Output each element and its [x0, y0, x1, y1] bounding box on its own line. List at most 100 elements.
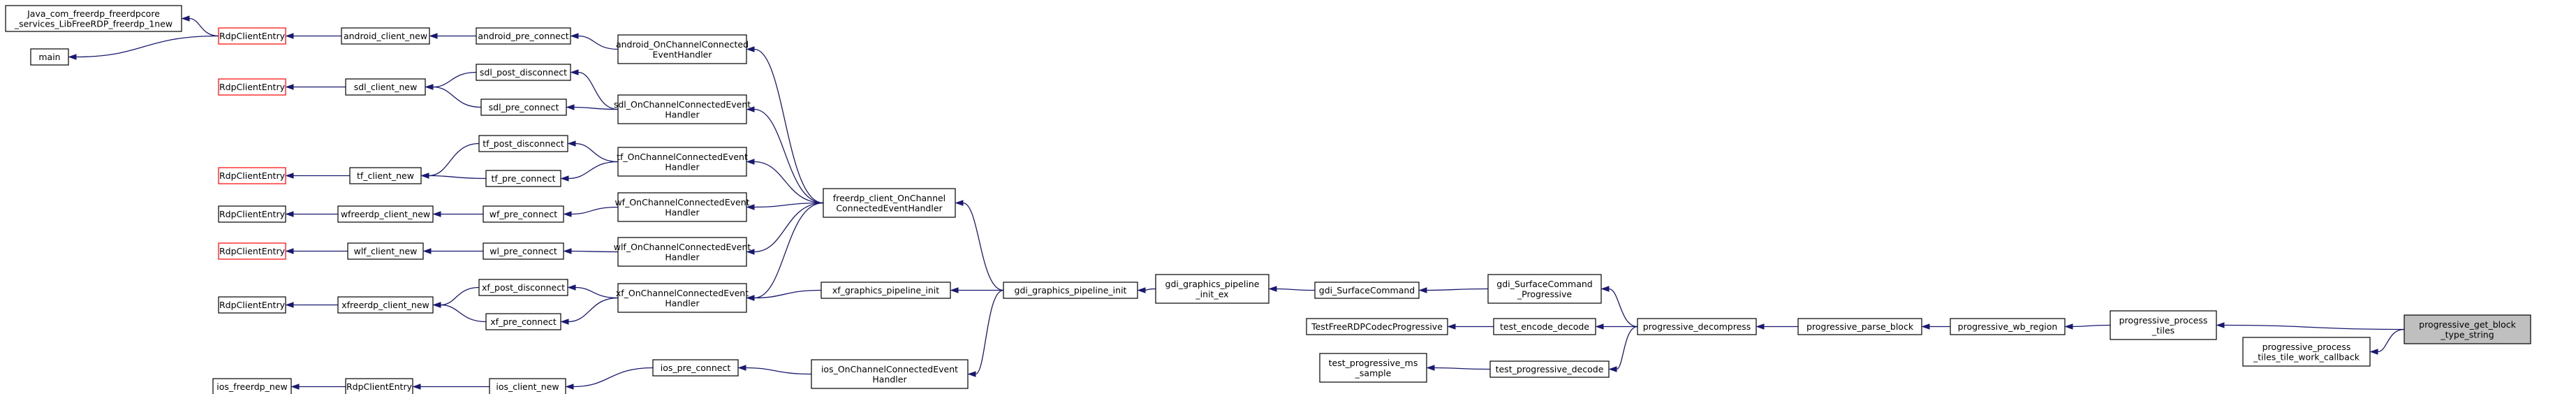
node-wfreerdp-client-new[interactable]: wfreerdp_client_new — [337, 205, 434, 223]
node-box — [212, 378, 292, 394]
node-TestFreeRDPCodecProgressive[interactable]: TestFreeRDPCodecProgressive — [1306, 318, 1448, 335]
node-gdi-graphics-pipeline-init[interactable]: gdi_graphics_pipeline_init — [1003, 282, 1138, 299]
node-rce-sdl[interactable]: RdpClientEntry — [218, 78, 286, 96]
node-label: test_progressive_decode — [1496, 364, 1604, 374]
node-xf-pre-connect[interactable]: xf_pre_connect — [485, 313, 561, 330]
node-box — [30, 48, 69, 66]
node-xf-graphics-pipeline-init[interactable]: xf_graphics_pipeline_init — [820, 282, 951, 299]
node-ios-freerdp-new[interactable]: ios_freerdp_new — [212, 378, 292, 394]
node-box — [218, 242, 286, 260]
node-tf-client-new[interactable]: tf_client_new — [349, 167, 422, 184]
node-gdi-graphics-pipeline-init-ex[interactable]: gdi_graphics_pipeline_init_ex — [1155, 274, 1269, 304]
node-wf-pre-connect[interactable]: wf_pre_connect — [483, 205, 564, 223]
edge-gdi_SurfaceCommand_Progressive-to-gdi_SurfaceCommand — [1418, 287, 1489, 293]
edge-test_encode_decode-to-TestFreeRDPCodecProgressive — [1447, 323, 1494, 330]
node-box — [1489, 360, 1610, 378]
node-box — [5, 5, 182, 32]
node-rce-xf[interactable]: RdpClientEntry — [218, 296, 286, 314]
node-label: RdpClientEntry — [219, 246, 286, 256]
node-xf-post-disconnect[interactable]: xf_post_disconnect — [478, 279, 568, 296]
node-label: tf_OnChannelConnectedEvent — [617, 152, 748, 162]
node-progressive-process-tiles-tile-work-callback[interactable]: progressive_process_tiles_tile_work_call… — [2242, 337, 2371, 367]
edge-android_pre_connect-to-android_client_new — [429, 33, 476, 39]
edge-progressive_parse_block-to-progressive_decompress — [1756, 323, 1798, 330]
node-rce-wf[interactable]: RdpClientEntry — [218, 205, 286, 223]
node-wl-pre-connect[interactable]: wl_pre_connect — [483, 242, 564, 260]
node-xfreerdp-client-new[interactable]: xfreerdp_client_new — [337, 296, 434, 314]
edge-wf_pre_connect-to-wfreerdp_client_new — [432, 211, 483, 217]
node-box — [349, 167, 422, 184]
edge-freerdp_occ-to-tf_occ — [746, 159, 824, 204]
node-progressive-decompress[interactable]: progressive_decompress — [1637, 318, 1757, 335]
node-label: TestFreeRDPCodecProgressive — [1311, 321, 1443, 332]
node-box — [480, 98, 567, 116]
node-freerdp-occ[interactable]: freerdp_client_OnChannelConnectedEventHa… — [823, 188, 956, 218]
edges-layer — [68, 15, 2405, 390]
node-gdi-SurfaceCommand[interactable]: gdi_SurfaceCommand — [1314, 282, 1420, 299]
node-android-pre-connect[interactable]: android_pre_connect — [476, 27, 571, 45]
node-gdi-SurfaceCommand-Progressive[interactable]: gdi_SurfaceCommand_Progressive — [1487, 274, 1602, 304]
node-main[interactable]: main — [30, 48, 69, 66]
edge-tf_occ-to-tf_post_disconnect — [567, 140, 619, 163]
node-label: sdl_pre_connect — [489, 102, 559, 112]
node-box — [811, 359, 969, 389]
node-sdl-pre-connect[interactable]: sdl_pre_connect — [480, 98, 567, 116]
node-label: main — [38, 52, 60, 62]
node-ios-pre-connect[interactable]: ios_pre_connect — [652, 359, 739, 377]
node-progressive-process-tiles[interactable]: progressive_process_tiles — [2110, 310, 2217, 340]
edge-wfreerdp_client_new-to-rce_wf — [285, 211, 338, 217]
node-progressive-get-block-type-string[interactable]: progressive_get_block_type_string — [2404, 314, 2531, 344]
node-test-progressive-decode[interactable]: test_progressive_decode — [1489, 360, 1610, 378]
node-android-client-new[interactable]: android_client_new — [341, 27, 430, 45]
node-sdl-client-new[interactable]: sdl_client_new — [345, 78, 426, 96]
node-progressive-parse-block[interactable]: progressive_parse_block — [1797, 318, 1922, 335]
node-box — [617, 283, 747, 313]
edge-gdi_graphics_pipeline_init-to-freerdp_occ — [955, 200, 1004, 291]
node-label: progressive_decompress — [1643, 321, 1751, 332]
node-box — [823, 188, 956, 218]
node-box — [483, 242, 564, 260]
edge-freerdp_occ-to-wf_occ — [746, 202, 824, 210]
node-java[interactable]: Java_com_freerdp_freerdpcore_services_Li… — [5, 5, 182, 32]
node-box — [2110, 310, 2217, 340]
node-box — [1003, 282, 1138, 299]
node-progressive-wb-region[interactable]: progressive_wb_region — [1950, 318, 2066, 335]
node-rce-ios[interactable]: RdpClientEntry — [345, 378, 413, 394]
node-label: Handler — [665, 161, 700, 172]
edge-sdl_occ-to-sdl_pre_connect — [566, 104, 619, 110]
node-label: tf_post_disconnect — [483, 138, 564, 149]
node-box — [1314, 282, 1420, 299]
node-box — [218, 205, 286, 223]
node-test-encode-decode[interactable]: test_encode_decode — [1493, 318, 1596, 335]
node-sdl-post-disconnect[interactable]: sdl_post_disconnect — [476, 64, 571, 81]
node-label: gdi_graphics_pipeline — [1165, 279, 1260, 289]
node-label: sdl_client_new — [354, 82, 418, 92]
node-label: progressive_wb_region — [1958, 321, 2058, 332]
node-wlf-client-new[interactable]: wlf_client_new — [347, 242, 424, 260]
node-label: ios_OnChannelConnectedEvent — [821, 364, 958, 374]
node-test-progressive-ms-sample[interactable]: test_progressive_ms_sample — [1319, 353, 1427, 383]
node-box — [617, 147, 747, 177]
node-ios-client-new[interactable]: ios_client_new — [489, 378, 566, 394]
node-label: wl_pre_connect — [490, 246, 557, 256]
edge-wlf_client_new-to-rce_wlf — [285, 248, 348, 254]
node-label: wlf_OnChannelConnectedEvent — [614, 242, 751, 252]
node-box — [1637, 318, 1757, 335]
node-label: EventHandler — [652, 49, 712, 59]
node-rce-wlf[interactable]: RdpClientEntry — [218, 242, 286, 260]
node-tf-post-disconnect[interactable]: tf_post_disconnect — [478, 135, 568, 152]
node-box — [341, 27, 430, 45]
edge-ios_occ-to-ios_pre_connect — [737, 365, 812, 375]
node-rce-android[interactable]: RdpClientEntry — [218, 27, 286, 45]
node-rce-tf[interactable]: RdpClientEntry — [218, 167, 286, 184]
node-tf-pre-connect[interactable]: tf_pre_connect — [485, 170, 561, 187]
node-label: android_OnChannelConnected — [616, 39, 749, 50]
node-label: android_client_new — [344, 31, 427, 41]
